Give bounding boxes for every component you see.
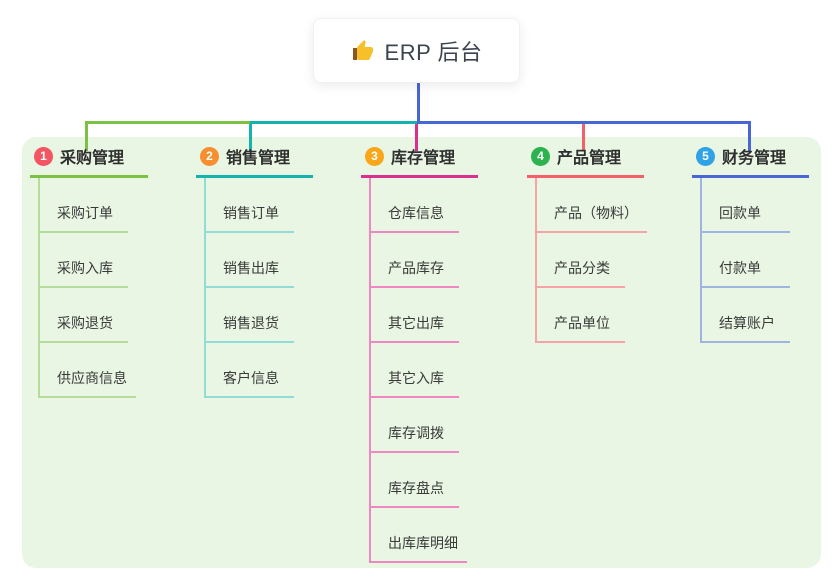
- child-node-purchase-return[interactable]: 采购退货: [40, 288, 128, 343]
- branch-title: 库存管理: [391, 150, 456, 167]
- child-node-product-unit[interactable]: 产品单位: [537, 288, 625, 343]
- child-node-settlement-account[interactable]: 结算账户: [702, 288, 790, 343]
- branch-number-badge: 5: [696, 146, 715, 166]
- branch-column-product: 4 产品管理 产品（物料） 产品分类 产品单位: [527, 146, 647, 343]
- child-node-product-stock[interactable]: 产品库存: [371, 233, 459, 288]
- connector-segment-2: [250, 121, 417, 124]
- branch-title: 产品管理: [557, 150, 622, 167]
- branch-children: 仓库信息 产品库存 其它出库 其它入库 库存调拨 库存盘点 出库库明细: [369, 178, 478, 563]
- root-title: ERP 后台: [384, 39, 483, 65]
- child-node-stock-transfer[interactable]: 库存调拨: [371, 398, 459, 453]
- root-node[interactable]: ERP 后台: [313, 18, 520, 83]
- branch-column-inventory: 3 库存管理 仓库信息 产品库存 其它出库 其它入库 库存调拨 库存盘点 出库库…: [361, 146, 478, 563]
- child-node-stock-count[interactable]: 库存盘点: [371, 453, 459, 508]
- child-node-other-outbound[interactable]: 其它出库: [371, 288, 459, 343]
- branch-drop-1: [85, 124, 88, 151]
- branch-node-product[interactable]: 4 产品管理: [527, 146, 644, 178]
- child-node-sales-order[interactable]: 销售订单: [206, 178, 294, 233]
- child-node-other-inbound[interactable]: 其它入库: [371, 343, 459, 398]
- child-node-sales-return[interactable]: 销售退货: [206, 288, 294, 343]
- thumbs-up-icon: [352, 39, 373, 60]
- branch-drop-4: [582, 124, 585, 151]
- child-node-purchase-order[interactable]: 采购订单: [40, 178, 128, 233]
- branch-title: 销售管理: [226, 150, 291, 167]
- branch-drop-2: [249, 124, 252, 151]
- child-node-receipt-order[interactable]: 回款单: [702, 178, 790, 233]
- child-node-outbound-detail[interactable]: 出库库明细: [371, 508, 467, 563]
- child-node-product-material[interactable]: 产品（物料）: [537, 178, 647, 233]
- child-node-sales-outbound[interactable]: 销售出库: [206, 233, 294, 288]
- connector-segment-1: [85, 121, 250, 124]
- branch-children: 产品（物料） 产品分类 产品单位: [535, 178, 647, 343]
- connector-segment-3: [417, 121, 751, 124]
- branch-drop-5: [748, 124, 751, 151]
- child-node-warehouse-info[interactable]: 仓库信息: [371, 178, 459, 233]
- branch-number-badge: 3: [365, 146, 384, 166]
- branch-children: 销售订单 销售出库 销售退货 客户信息: [204, 178, 313, 398]
- branch-node-sales[interactable]: 2 销售管理: [196, 146, 313, 178]
- branch-title: 采购管理: [60, 150, 125, 167]
- branch-column-finance: 5 财务管理 回款单 付款单 结算账户: [692, 146, 809, 343]
- branch-drop-3: [415, 124, 418, 151]
- child-node-product-category[interactable]: 产品分类: [537, 233, 625, 288]
- branch-column-purchase: 1 采购管理 采购订单 采购入库 采购退货 供应商信息: [30, 146, 148, 398]
- branch-node-finance[interactable]: 5 财务管理: [692, 146, 809, 178]
- branch-title: 财务管理: [722, 150, 787, 167]
- child-node-payment-order[interactable]: 付款单: [702, 233, 790, 288]
- branch-number-badge: 4: [531, 146, 550, 166]
- branch-children: 采购订单 采购入库 采购退货 供应商信息: [38, 178, 148, 398]
- root-connector: [417, 83, 420, 124]
- branch-number-badge: 2: [200, 146, 219, 166]
- child-node-purchase-inbound[interactable]: 采购入库: [40, 233, 128, 288]
- branch-number-badge: 1: [34, 146, 53, 166]
- branches-panel: [22, 137, 821, 568]
- branch-children: 回款单 付款单 结算账户: [700, 178, 809, 343]
- branch-column-sales: 2 销售管理 销售订单 销售出库 销售退货 客户信息: [196, 146, 313, 398]
- child-node-supplier-info[interactable]: 供应商信息: [40, 343, 136, 398]
- branch-node-purchase[interactable]: 1 采购管理: [30, 146, 148, 178]
- child-node-customer-info[interactable]: 客户信息: [206, 343, 294, 398]
- branch-node-inventory[interactable]: 3 库存管理: [361, 146, 478, 178]
